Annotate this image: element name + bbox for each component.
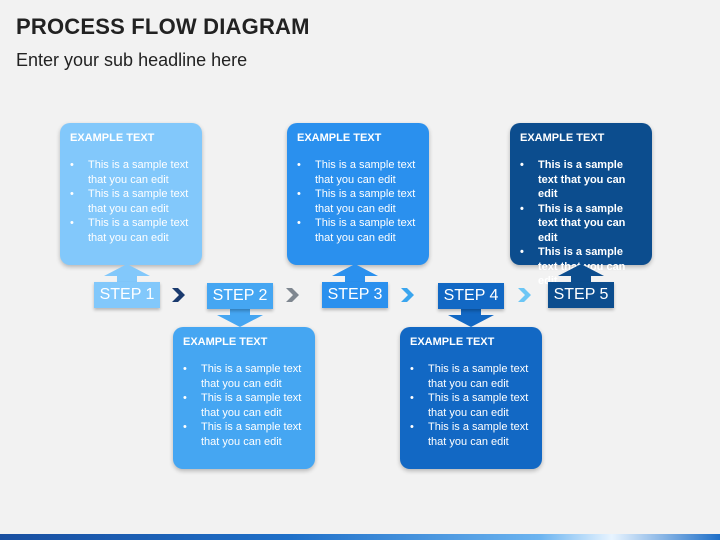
footer-bar [0, 534, 720, 540]
bullet-list: This is a sample text that you can edit … [297, 158, 419, 245]
bullet-list: This is a sample text that you can edit … [70, 158, 192, 245]
page-title: PROCESS FLOW DIAGRAM [16, 14, 310, 39]
card-step-2: EXAMPLE TEXT This is a sample text that … [173, 327, 315, 469]
bullet-item: This is a sample text that you can edit [183, 362, 305, 391]
step-3-box: STEP 3 [322, 282, 388, 308]
bullet-item: This is a sample text that you can edit [183, 391, 305, 420]
bullet-item: This is a sample text that you can edit [297, 187, 419, 216]
card-step-3: EXAMPLE TEXT This is a sample text that … [287, 123, 429, 265]
card-title: EXAMPLE TEXT [183, 336, 268, 348]
bullet-item: This is a sample text that you can edit [520, 158, 642, 202]
bullet-item: This is a sample text that you can edit [410, 420, 532, 449]
bullet-item: This is a sample text that you can edit [297, 158, 419, 187]
card-title: EXAMPLE TEXT [410, 336, 495, 348]
bullet-list: This is a sample text that you can edit … [410, 362, 532, 449]
down-arrow-icon [217, 309, 263, 327]
bullet-item: This is a sample text that you can edit [410, 391, 532, 420]
chevron-right-icon [172, 288, 185, 302]
chevron-right-icon [518, 288, 531, 302]
step-1-box: STEP 1 [94, 282, 160, 308]
card-step-1: EXAMPLE TEXT This is a sample text that … [60, 123, 202, 265]
step-5-box: STEP 5 [548, 282, 614, 308]
bullet-item: This is a sample text that you can edit [70, 187, 192, 216]
card-title: EXAMPLE TEXT [520, 132, 605, 144]
bullet-list: This is a sample text that you can edit … [183, 362, 305, 449]
bullet-item: This is a sample text that you can edit [70, 158, 192, 187]
up-arrow-icon [332, 264, 378, 282]
bullet-item: This is a sample text that you can edit [70, 216, 192, 245]
chevron-right-icon [286, 288, 299, 302]
bullet-item: This is a sample text that you can edit [297, 216, 419, 245]
up-arrow-icon [104, 264, 150, 282]
card-title: EXAMPLE TEXT [297, 132, 382, 144]
page-subtitle: Enter your sub headline here [16, 50, 248, 70]
bullet-item: This is a sample text that you can edit [520, 202, 642, 246]
bullet-item: This is a sample text that you can edit [183, 420, 305, 449]
chevron-right-icon [401, 288, 414, 302]
card-step-4: EXAMPLE TEXT This is a sample text that … [400, 327, 542, 469]
step-4-box: STEP 4 [438, 283, 504, 309]
up-arrow-icon [558, 264, 604, 282]
step-2-box: STEP 2 [207, 283, 273, 309]
bullet-item: This is a sample text that you can edit [410, 362, 532, 391]
down-arrow-icon [448, 309, 494, 327]
card-title: EXAMPLE TEXT [70, 132, 155, 144]
card-step-5: EXAMPLE TEXT This is a sample text that … [510, 123, 652, 287]
